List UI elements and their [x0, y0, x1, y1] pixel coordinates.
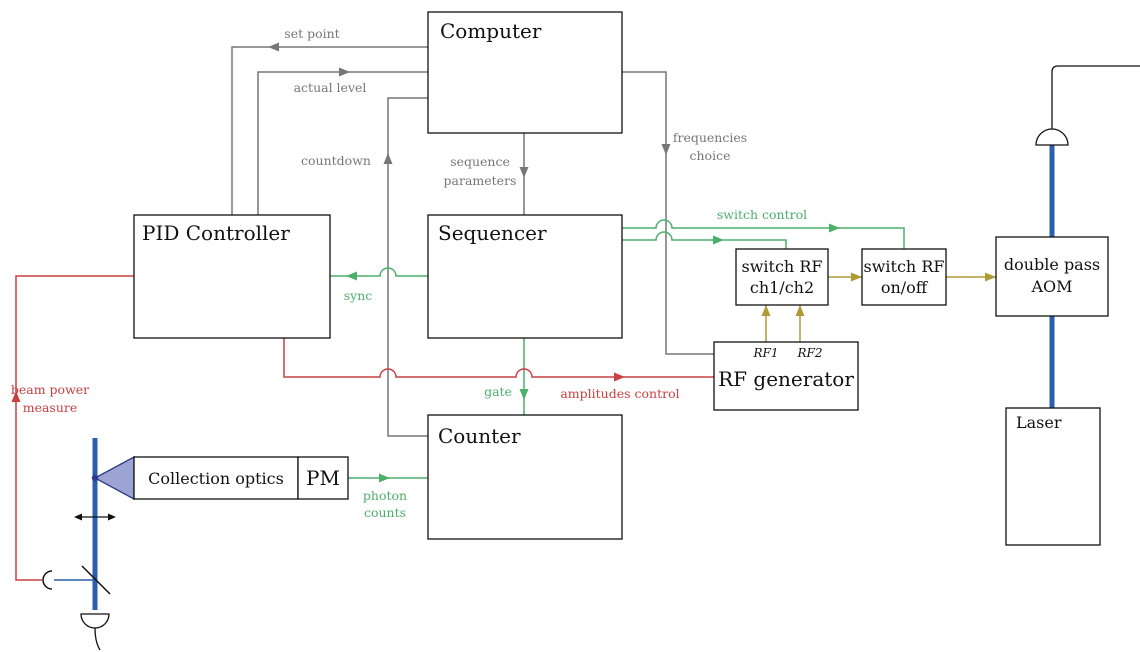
sequencer-label: Sequencer	[438, 221, 547, 245]
pid-controller-block: PID Controller	[133, 214, 331, 339]
pm-label: PM	[306, 466, 340, 490]
aom-block: double pass AOM	[995, 236, 1109, 317]
rf-generator-block: RF1 RF2 RF generator	[713, 341, 859, 411]
sequence-parameters-line2: parameters	[444, 173, 517, 188]
switch-rf-ch-block: switch RF ch1/ch2	[735, 248, 829, 306]
collection-cone-icon	[93, 455, 135, 501]
photon-counts-line1: photon	[363, 488, 407, 503]
collection-optics-label: Collection optics	[148, 469, 284, 488]
rf-links	[761, 272, 996, 342]
rf-generator-label: RF generator	[718, 367, 854, 391]
gate-label: gate	[484, 384, 512, 399]
switch-rf-ch-line1: switch RF	[742, 257, 823, 276]
laser-block: Laser	[1005, 407, 1101, 546]
sequence-parameters-line1: sequence	[450, 154, 510, 169]
aom-beam-path	[1035, 65, 1140, 408]
computer-links	[231, 42, 714, 437]
aom-line1: double pass	[1004, 255, 1100, 274]
switch-control-label: switch control	[717, 207, 807, 222]
computer-label: Computer	[440, 19, 542, 43]
switch-rf-ch-line2: ch1/ch2	[750, 278, 814, 297]
rf1-label: RF1	[753, 346, 779, 360]
frequencies-choice-line2: choice	[690, 148, 731, 163]
collection-beam-path	[42, 438, 135, 651]
countdown-label: countdown	[301, 153, 371, 168]
fiber-output-icon	[80, 613, 110, 629]
fiber-coupler-icon	[1035, 128, 1069, 146]
red-links	[11, 275, 714, 581]
laser-label: Laser	[1016, 413, 1062, 432]
counter-block: Counter	[427, 414, 623, 540]
switch-rf-onoff-line2: on/off	[881, 278, 929, 297]
switch-rf-onoff-block: switch RF on/off	[861, 248, 947, 306]
actual-level-label: actual level	[294, 80, 367, 95]
frequencies-choice-line1: frequencies	[673, 130, 747, 145]
pid-controller-label: PID Controller	[142, 221, 290, 245]
beam-power-measure-line2: measure	[23, 400, 78, 415]
collection-optics-block: Collection optics	[133, 456, 299, 500]
sync-label: sync	[344, 288, 373, 303]
rf2-label: RF2	[797, 346, 823, 360]
set-point-label: set point	[284, 26, 339, 41]
photon-counts-line2: counts	[364, 505, 406, 520]
sequencer-block: Sequencer	[427, 214, 623, 339]
amplitudes-control-label: amplitudes control	[560, 386, 679, 401]
fiber-icon	[1051, 65, 1140, 129]
photodiode-icon	[42, 570, 53, 590]
computer-block: Computer	[427, 11, 623, 134]
beam-power-measure-line1: beam power	[11, 382, 89, 397]
pm-block: PM	[297, 456, 349, 500]
mirror-icon	[81, 565, 111, 595]
switch-rf-onoff-line1: switch RF	[864, 257, 945, 276]
counter-label: Counter	[438, 424, 521, 448]
green-links	[330, 219, 905, 483]
aom-line2: AOM	[1030, 277, 1072, 296]
